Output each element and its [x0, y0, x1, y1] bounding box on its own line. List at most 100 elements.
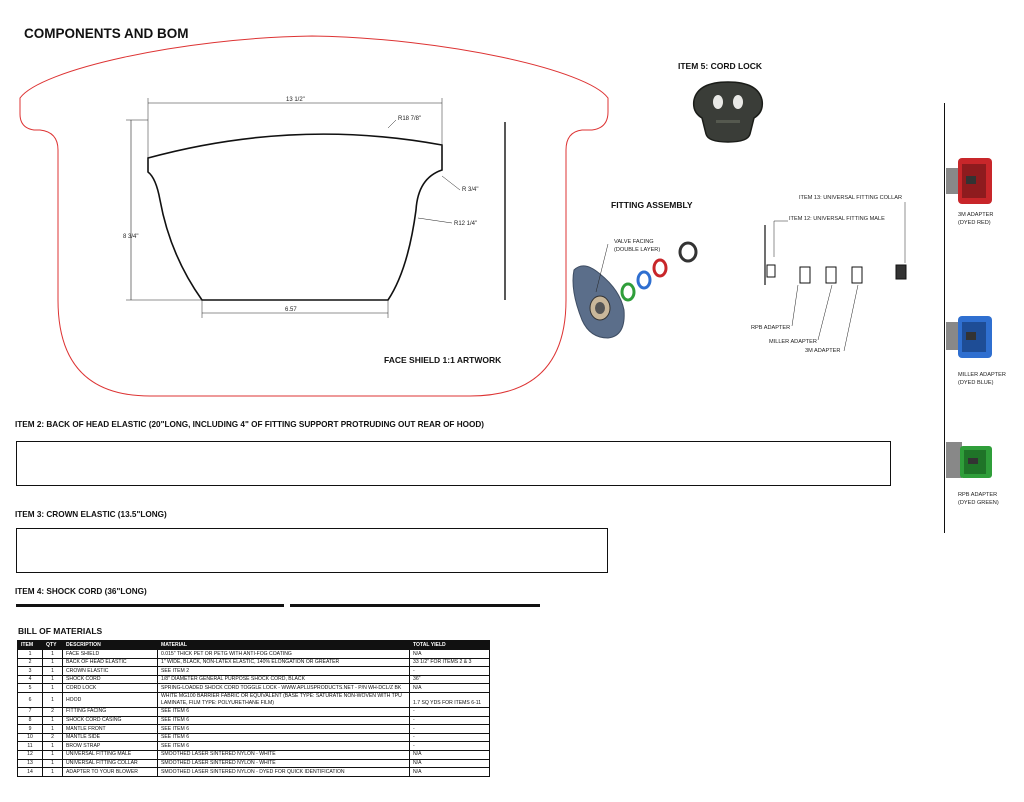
bom-cell-description: CROWN ELASTIC	[62, 666, 158, 676]
bom-cell-description: UNIVERSAL FITTING COLLAR	[62, 758, 158, 769]
bom-cell-qty: 1	[42, 657, 63, 668]
bom-cell-yield: -	[409, 732, 490, 743]
bom-cell-qty: 1	[42, 683, 63, 693]
face-shield-outline	[19, 35, 609, 397]
bom-cell-qty: 1	[42, 691, 63, 708]
bom-cell-description: HOOD	[62, 691, 158, 708]
bom-cell-qty: 2	[42, 706, 63, 717]
item4-title: ITEM 4: SHOCK CORD (36"LONG)	[15, 587, 147, 596]
bom-cell-item: 12	[17, 749, 43, 760]
bom-cell-description: MANTLE FRONT	[62, 724, 158, 734]
bom-cell-material: SEE ITEM 6	[157, 724, 410, 734]
3m-adapter-image	[946, 158, 992, 204]
bom-cell-qty: 1	[42, 758, 63, 769]
3m-adapter-name: 3M ADAPTER	[958, 212, 994, 218]
bom-cell-qty: 1	[42, 666, 63, 676]
bom-cell-qty: 1	[42, 674, 63, 685]
bom-cell-yield: N/A	[409, 649, 490, 659]
rpb-adapter-label: RPB ADAPTER	[751, 325, 791, 331]
bom-cell-item: 11	[17, 741, 43, 751]
shock-cord-line-2	[290, 604, 540, 607]
bom-cell-item: 8	[17, 715, 43, 726]
bom-cell-qty: 1	[42, 741, 63, 751]
bom-cell-item: 2	[17, 657, 43, 668]
bom-header-row: ITEM QTY DESCRIPTION MATERIAL TOTAL YIEL…	[17, 640, 490, 650]
fitting-assembly-title: FITTING ASSEMBLY	[611, 200, 693, 210]
dim-height: 8 3/4"	[123, 234, 138, 240]
bom-header-item: ITEM	[17, 640, 43, 650]
bom-cell-qty: 2	[42, 732, 63, 743]
dim-radius-top: R18 7/8"	[398, 116, 421, 122]
bom-cell-description: FITTING FACING	[62, 706, 158, 717]
3m-adapter-color-note: (DYED RED)	[958, 220, 991, 226]
bom-header-qty: QTY	[42, 640, 63, 650]
bom-cell-description: BROW STRAP	[62, 741, 158, 751]
bom-cell-qty: 1	[42, 724, 63, 734]
bom-cell-item: 10	[17, 732, 43, 743]
cord-lock-image	[692, 81, 764, 143]
bom-cell-material: SEE ITEM 6	[157, 741, 410, 751]
bom-cell-description: CORD LOCK	[62, 683, 158, 693]
face-shield-caption: FACE SHIELD 1:1 ARTWORK	[384, 355, 502, 365]
bom-cell-yield: -	[409, 706, 490, 717]
bom-cell-material: SEE ITEM 6	[157, 732, 410, 743]
bom-cell-description: ADAPTER TO YOUR BLOWER	[62, 767, 158, 777]
bom-cell-yield: N/A	[409, 683, 490, 693]
bom-cell-yield: N/A	[409, 749, 490, 760]
bom-cell-yield: N/A	[409, 767, 490, 777]
bom-cell-qty: 1	[42, 749, 63, 760]
bom-cell-material: SEE ITEM 6	[157, 715, 410, 726]
bom-cell-yield: -	[409, 666, 490, 676]
dim-top-width: 13 1/2"	[286, 97, 305, 103]
item2-title: ITEM 2: BACK OF HEAD ELASTIC (20"LONG, I…	[15, 420, 484, 429]
bom-cell-description: SHOCK CORD	[62, 674, 158, 685]
bom-cell-yield: -	[409, 741, 490, 751]
miller-adapter-color-note: (DYED BLUE)	[958, 380, 994, 386]
item3-title: ITEM 3: CROWN ELASTIC (13.5"LONG)	[15, 510, 167, 519]
bom-cell-qty: 1	[42, 767, 63, 777]
page-title: COMPONENTS AND BOM	[24, 26, 189, 41]
dim-radius-side: R12 1/4"	[454, 221, 477, 227]
collar-label: ITEM 13: UNIVERSAL FITTING COLLAR	[799, 195, 902, 201]
bom-cell-material: WHITE MG100 BARRIER FABRIC OR EQUIVALENT…	[157, 691, 410, 708]
adapter-column-rule	[944, 103, 945, 533]
bom-cell-item: 1	[17, 649, 43, 659]
bom-cell-yield: -	[409, 715, 490, 726]
bom-cell-yield: -	[409, 724, 490, 734]
fitting-parts-drawing	[764, 202, 907, 352]
bom-cell-description: FACE SHIELD	[62, 649, 158, 659]
bom-header-description: DESCRIPTION	[62, 640, 158, 650]
bom-title: BILL OF MATERIALS	[18, 626, 103, 636]
miller-adapter-name: MILLER ADAPTER	[958, 372, 1006, 378]
cord-lock-title: ITEM 5: CORD LOCK	[678, 61, 763, 71]
rpb-adapter-image	[946, 442, 992, 478]
bom-cell-description: BACK OF HEAD ELASTIC	[62, 657, 158, 668]
bom-cell-material: 1" WIDE, BLACK, NON-LATEX ELASTIC, 140% …	[157, 657, 410, 668]
bom-cell-qty: 1	[42, 715, 63, 726]
bom-cell-item: 14	[17, 767, 43, 777]
bom-cell-description: MANTLE SIDE	[62, 732, 158, 743]
bom-header-material: MATERIAL	[157, 640, 410, 650]
miller-adapter-label: MILLER ADAPTER	[769, 339, 817, 345]
rpb-adapter-name: RPB ADAPTER	[958, 492, 998, 498]
bom-cell-yield: 33 1/2" FOR ITEMS 2 & 3	[409, 657, 490, 668]
bom-cell-material: SMOOTHED LASER SINTERED NYLON - DYED FOR…	[157, 767, 410, 777]
bom-cell-material: SMOOTHED LASER SINTERED NYLON - WHITE	[157, 749, 410, 760]
bom-cell-description: UNIVERSAL FITTING MALE	[62, 749, 158, 760]
bom-cell-item: 9	[17, 724, 43, 734]
bom-cell-description: SHOCK CORD CASING	[62, 715, 158, 726]
dim-bottom-width: 6.57	[285, 307, 297, 313]
bom-cell-material: 0.015" THICK PET OR PETG WITH ANTI-FOG C…	[157, 649, 410, 659]
bom-table: ITEM QTY DESCRIPTION MATERIAL TOTAL YIEL…	[17, 640, 490, 777]
